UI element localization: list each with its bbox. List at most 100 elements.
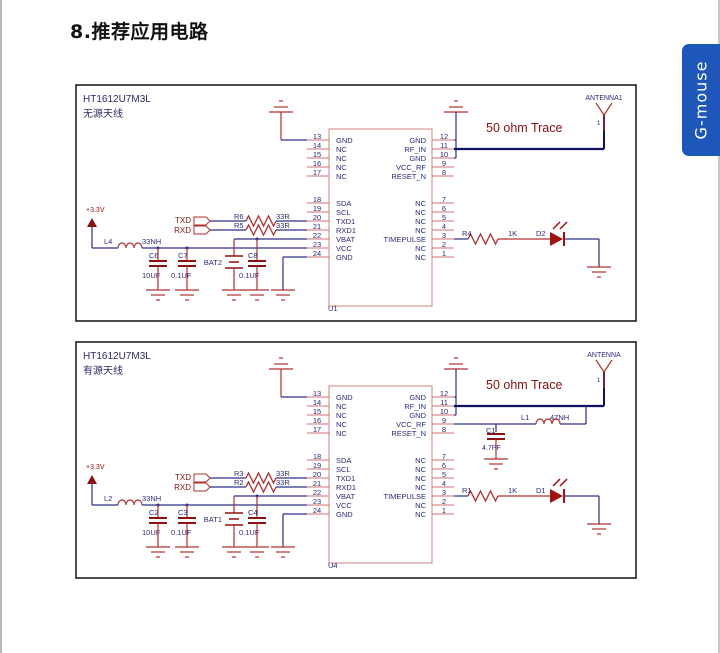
pin-number-10: 10 (440, 150, 448, 159)
cap-value-C2: 10UF (142, 528, 161, 537)
module-box (328, 385, 433, 564)
part-number: HT1612U7M3L (83, 351, 151, 362)
cap-value-C8: 0.1UF (239, 271, 260, 280)
pin-name-4: NC (415, 483, 426, 492)
rx-resistor (245, 480, 277, 494)
pin-number-12: 12 (440, 389, 448, 398)
pin-number-18: 18 (313, 195, 321, 204)
pin-number-14: 14 (313, 141, 321, 150)
pin-name-12: GND (409, 393, 426, 402)
trace-label: 50 ohm Trace (486, 378, 562, 392)
pin-number-15: 15 (313, 407, 321, 416)
txd-port (193, 473, 211, 483)
led-resistor (467, 489, 499, 503)
module-ref: U4 (328, 561, 338, 570)
power-arrow-icon (87, 218, 97, 227)
tx-resistor-value: 33R (276, 469, 290, 478)
page-edge-left (0, 0, 2, 653)
pin-number-2: 2 (442, 240, 446, 249)
power-label: +3.3V (86, 464, 105, 471)
pin-number-13: 13 (313, 389, 321, 398)
pin-name-17: NC (336, 172, 347, 181)
pin-number-17: 17 (313, 168, 321, 177)
pin-number-11: 11 (440, 398, 448, 407)
pin-name-22: VBAT (336, 492, 355, 501)
pin-name-1: NC (415, 510, 426, 519)
tx-resistor (245, 214, 277, 228)
antenna-pin: 1 (597, 378, 601, 384)
tx-resistor-value: 33R (276, 212, 290, 221)
antenna-pin: 1 (597, 121, 601, 127)
cap-ref-C7: C7 (178, 251, 188, 260)
led-ref: D1 (536, 486, 546, 495)
pin-name-16: NC (336, 163, 347, 172)
antenna-label: ANTENNA (587, 352, 621, 359)
pin-number-11: 11 (440, 141, 448, 150)
cap-ref-C6: C6 (149, 251, 159, 260)
pin-name-21: RXD1 (336, 483, 356, 492)
rf-inductor-value: 47NH (550, 413, 569, 422)
side-tab-g-mouse[interactable]: G-mouse (682, 44, 720, 156)
pin-name-24: GND (336, 510, 353, 519)
pin-number-9: 9 (442, 416, 446, 425)
led-resistor-ref: R4 (462, 229, 472, 238)
pin-name-14: NC (336, 145, 347, 154)
pin-number-16: 16 (313, 159, 321, 168)
pin-number-21: 21 (313, 222, 321, 231)
pin-number-9: 9 (442, 159, 446, 168)
rx-resistor-ref: R5 (234, 221, 244, 230)
pin-name-15: NC (336, 411, 347, 420)
rx-resistor-value: 33R (276, 478, 290, 487)
battery-ref: BAT1 (204, 515, 222, 524)
pin-number-3: 3 (442, 231, 446, 240)
led-D1-ray1 (552, 478, 561, 487)
pin-name-10: GND (409, 411, 426, 420)
rf-cap-ref: C1 (486, 426, 496, 435)
tx-resistor-ref: R6 (234, 212, 244, 221)
antenna-label: ANTENNA1 (585, 95, 622, 102)
led-resistor-value: 1K (508, 229, 517, 238)
pin-name-3: TIMEPULSE (383, 235, 426, 244)
antenna-arm-right (603, 359, 613, 373)
led-resistor (467, 232, 499, 246)
rx-resistor (245, 223, 277, 237)
power-inductor (117, 499, 143, 506)
pin-name-3: TIMEPULSE (383, 492, 426, 501)
pin-name-6: NC (415, 208, 426, 217)
pin-name-9: VCC_RF (396, 420, 426, 429)
pin-number-20: 20 (313, 213, 321, 222)
pin-name-8: RESET_N (391, 429, 426, 438)
power-inductor (117, 242, 143, 249)
pin-number-6: 6 (442, 204, 446, 213)
pin-number-21: 21 (313, 479, 321, 488)
power-inductor-value: 33NH (142, 237, 161, 246)
cap-ref-C3: C3 (178, 508, 188, 517)
pin-number-19: 19 (313, 461, 321, 470)
pin-name-6: NC (415, 465, 426, 474)
pin-number-8: 8 (442, 425, 446, 434)
power-inductor-value: 33NH (142, 494, 161, 503)
pin-name-16: NC (336, 420, 347, 429)
txd-port (193, 216, 211, 226)
pin-number-7: 7 (442, 452, 446, 461)
pin-number-23: 23 (313, 240, 321, 249)
cap-value-C6: 10UF (142, 271, 161, 280)
pin-number-5: 5 (442, 470, 446, 479)
pin-name-23: VCC (336, 244, 352, 253)
pin-name-7: NC (415, 456, 426, 465)
rx-resistor-ref: R2 (234, 478, 244, 487)
pin-number-23: 23 (313, 497, 321, 506)
pin-number-7: 7 (442, 195, 446, 204)
pin-name-18: SDA (336, 456, 351, 465)
pin-name-4: NC (415, 226, 426, 235)
pin-name-19: SCL (336, 208, 351, 217)
pin-number-24: 24 (313, 506, 321, 515)
pin-number-10: 10 (440, 407, 448, 416)
pin-name-20: TXD1 (336, 474, 355, 483)
battery-ref: BAT2 (204, 258, 222, 267)
schematic-frame (75, 341, 637, 579)
power-arrow-icon (87, 475, 97, 484)
